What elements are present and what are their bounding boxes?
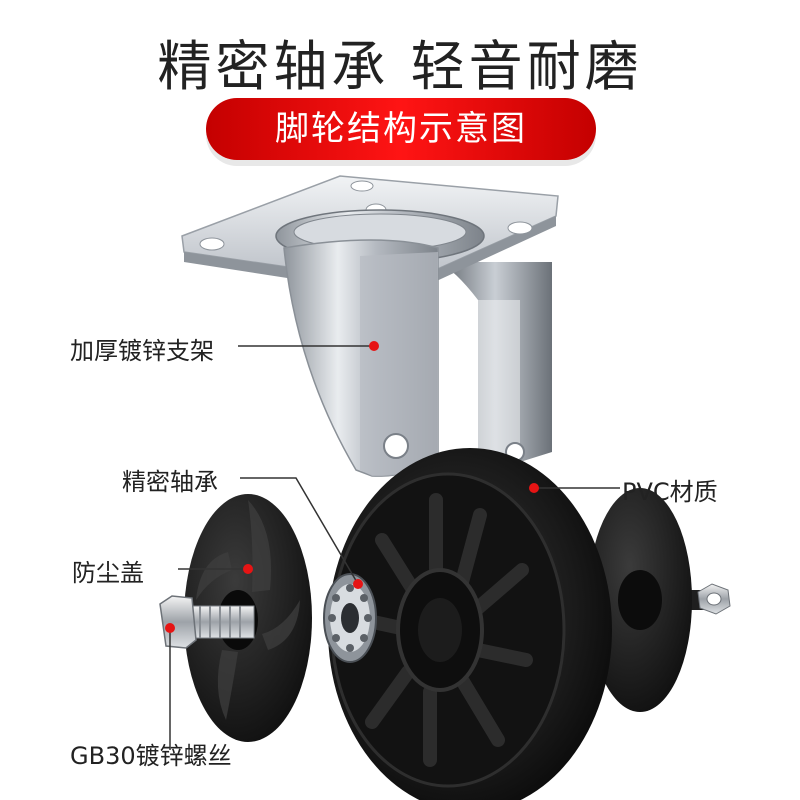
bolt-hex-head <box>159 595 197 649</box>
bolt-threads <box>199 606 241 638</box>
callout-label-bearing: 精密轴承 <box>122 468 218 496</box>
callout-dot-bolt <box>165 623 175 633</box>
callout-dot-dust-cover <box>243 564 253 574</box>
callout-label-dust-cover: 防尘盖 <box>72 559 144 587</box>
galvanized-bracket <box>181 175 559 477</box>
callout-dot-wheel-material <box>529 483 539 493</box>
bearing-bore <box>341 603 359 633</box>
subtitle-pill-label: 脚轮结构示意图 <box>275 109 527 149</box>
dust-cover-right-hub <box>618 570 662 630</box>
bracket-top-plate-edge <box>184 216 556 296</box>
headline-title: 精密轴承 轻音耐磨 <box>157 35 643 98</box>
leader-bearing <box>240 477 359 585</box>
bracket-rear-leg-highlight <box>478 300 520 462</box>
subtitle-pill: 脚轮结构示意图 <box>206 98 596 160</box>
callout-label-bracket: 加厚镀锌支架 <box>70 337 214 365</box>
callout-label-bolt: GB30镀锌螺丝 <box>70 742 232 770</box>
callout-dot-bearing <box>353 579 363 589</box>
bearing-balls <box>328 584 372 652</box>
dust-cover-left-ribs <box>196 500 300 720</box>
precision-bearing <box>323 573 377 663</box>
wheel-hub-center <box>418 598 462 662</box>
mount-hole-left <box>199 237 225 251</box>
mount-hole-top <box>350 180 374 192</box>
pvc-wheel <box>328 448 612 800</box>
callout-leaders <box>169 345 620 750</box>
callout-label-wheel-material: PVC材质 <box>622 478 718 506</box>
mount-hole-right <box>507 221 533 235</box>
bracket-front-axle-hole <box>383 433 409 459</box>
hex-nut-right <box>697 583 731 615</box>
dust-cover-right-assembly <box>588 488 731 712</box>
bracket-front-leg-face <box>360 252 438 477</box>
galvanized-bolt <box>159 595 255 649</box>
callout-dot-bracket <box>369 341 379 351</box>
